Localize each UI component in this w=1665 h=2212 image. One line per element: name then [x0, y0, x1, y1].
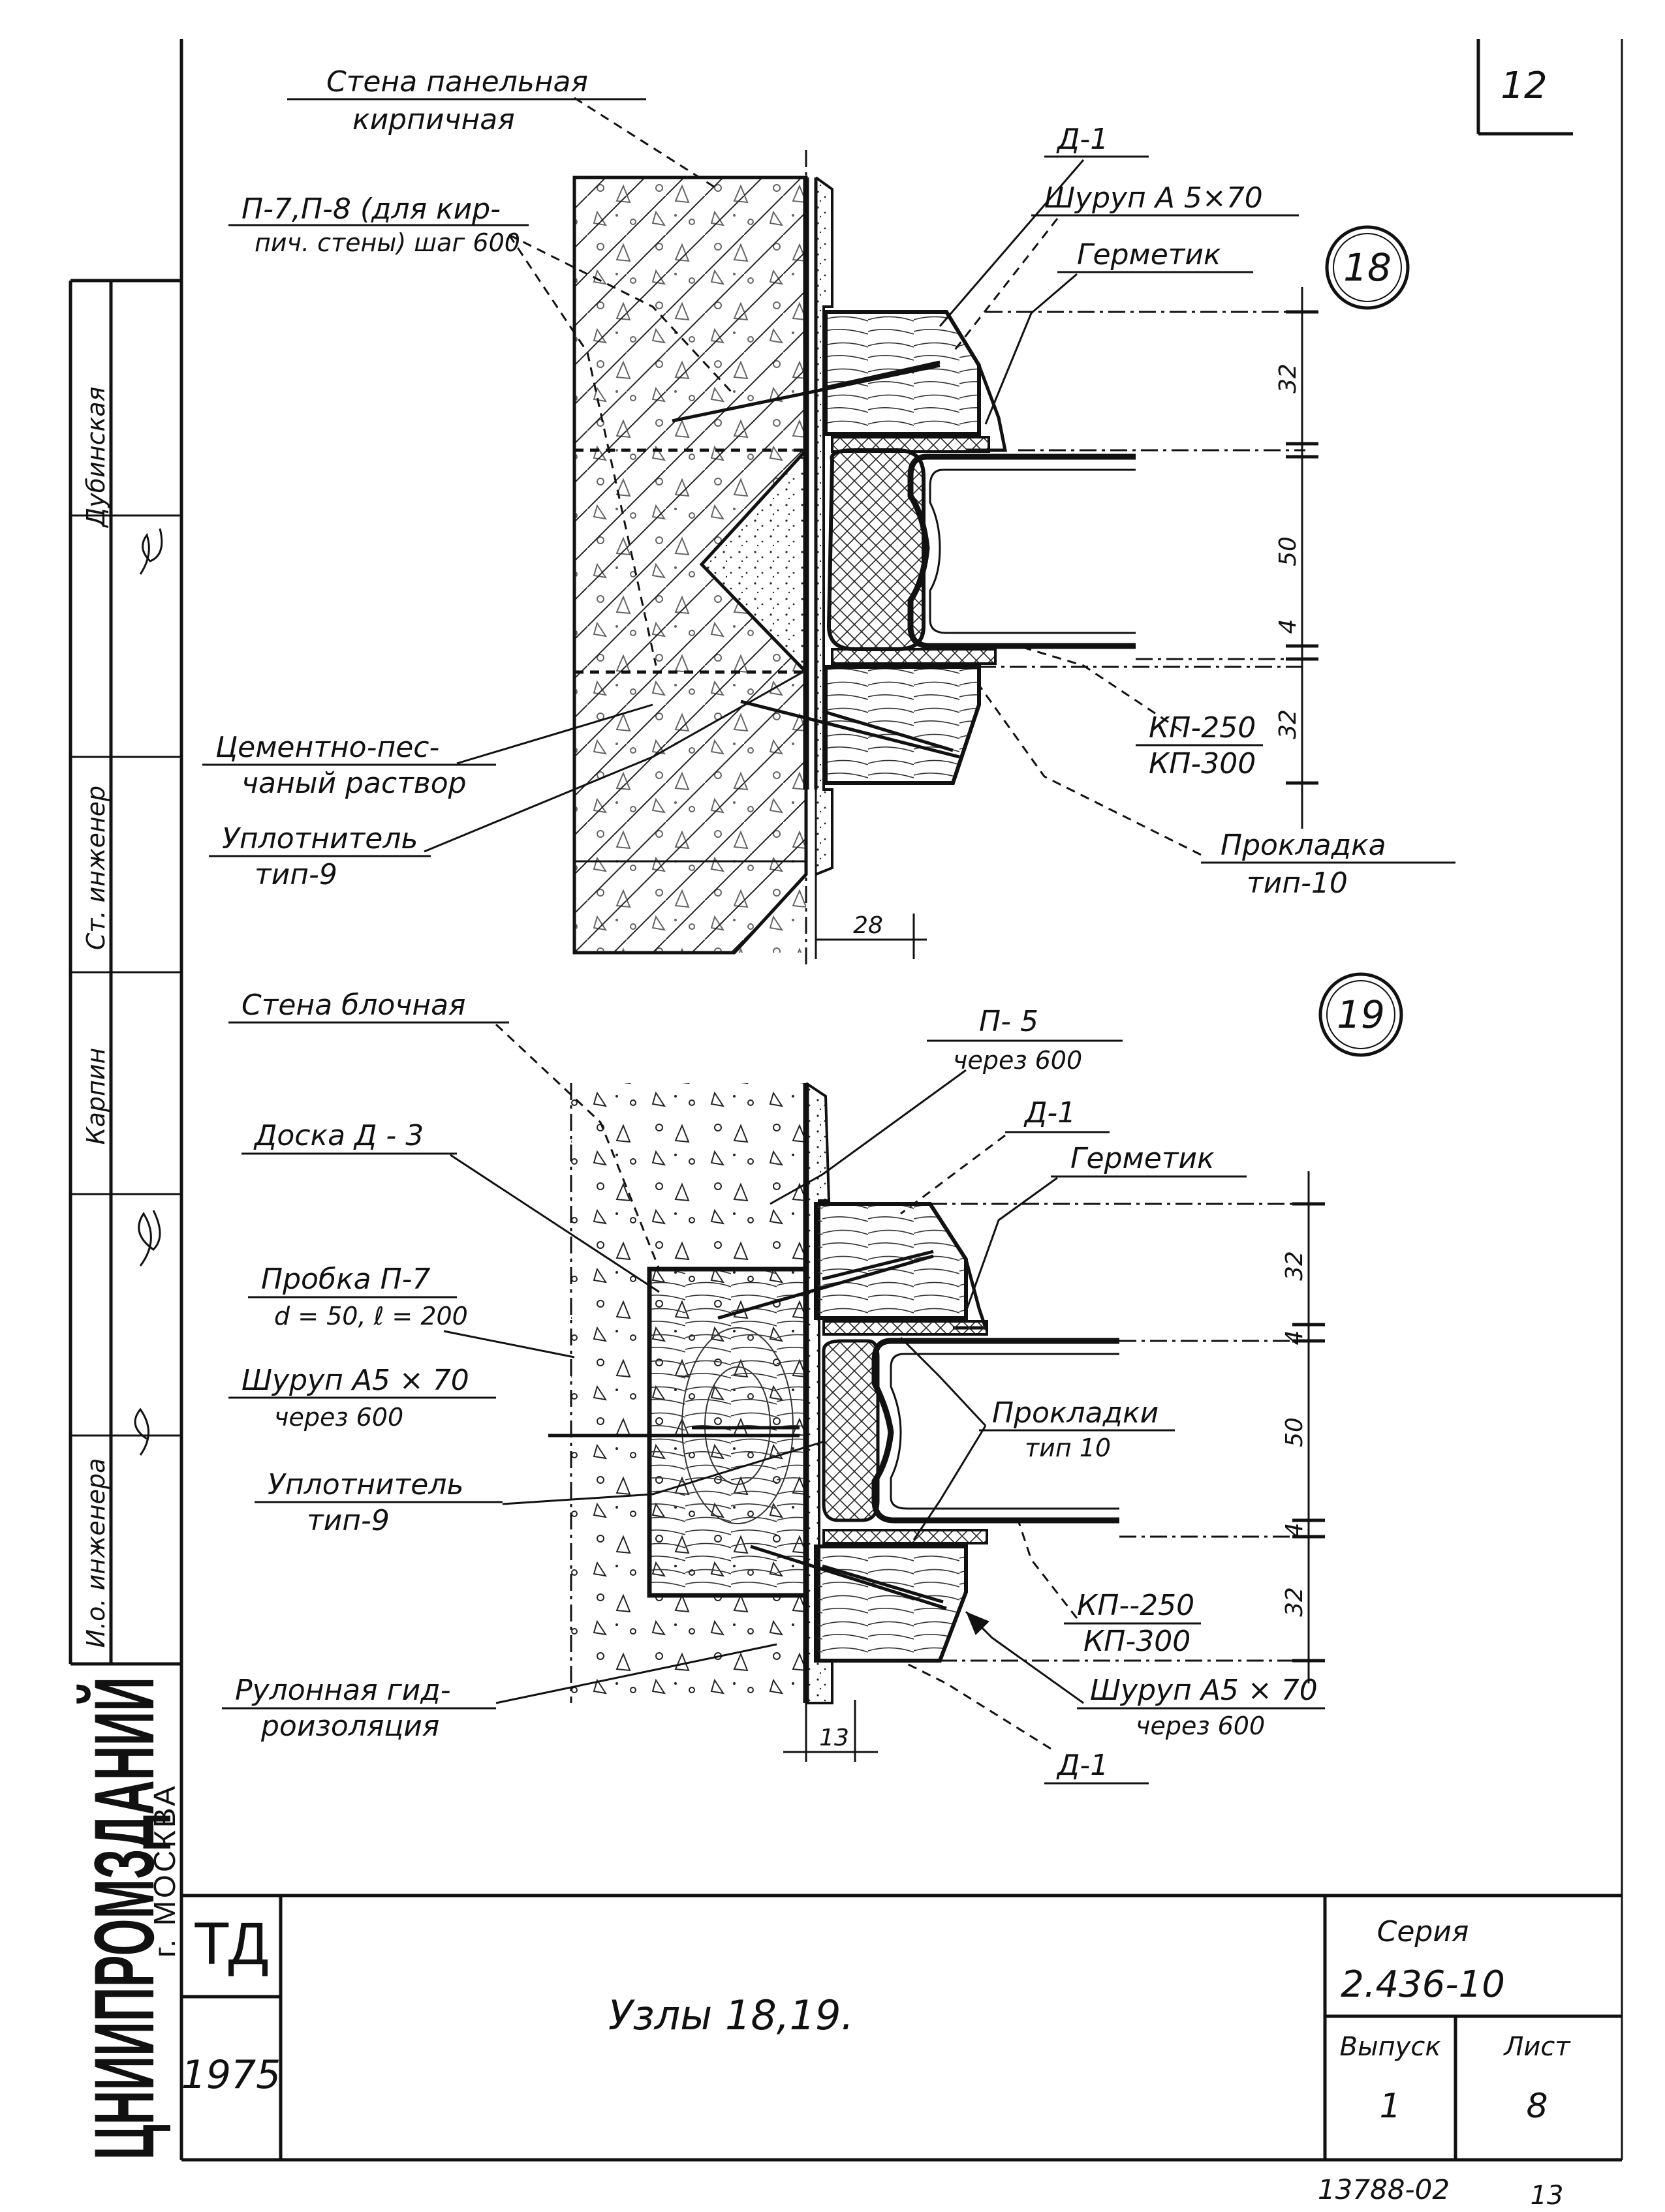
- node19-label-kp-2: КП-300: [1083, 1625, 1190, 1658]
- node18-label-plug-1: П-7,П-8 (для кир-: [241, 192, 501, 226]
- node19-label-plug-2: d = 50, ℓ = 200: [274, 1302, 468, 1330]
- node18-number: 18: [1343, 245, 1392, 290]
- signature-2: [138, 1210, 161, 1267]
- node18-dim-28: 28: [853, 912, 883, 939]
- node19-dim-4-top: 4: [1281, 1330, 1308, 1345]
- node18-label-d1: Д-1: [1056, 123, 1108, 156]
- side-role-dubinskaya: Дубинская: [82, 386, 110, 528]
- inventory-number: 13788-02: [1318, 2174, 1450, 2205]
- node18-label-gasket-1: Прокладка: [1221, 829, 1386, 862]
- side-role-acting-engineer: И.о. инженера: [82, 1458, 110, 1648]
- node19-hydro-insulation: [805, 1082, 833, 1704]
- node19-label-gaskets-1: Прокладки: [992, 1396, 1159, 1430]
- title-block: [181, 1894, 1622, 2160]
- node19-wood-block-bottom: [814, 1544, 968, 1663]
- series-label: Серия: [1377, 1915, 1469, 1948]
- sheet-label: Лист: [1502, 2032, 1571, 2062]
- node19-label-seal-1: Уплотнитель: [268, 1468, 463, 1501]
- node19-label-screw-right-2: через 600: [1136, 1712, 1265, 1740]
- node18-label-mortar-2: чаный раствор: [241, 767, 467, 800]
- side-role-senior-engineer: Ст. инженер: [82, 786, 110, 950]
- node18-screw-top: [672, 360, 941, 423]
- node19-label-gaskets-2: тип 10: [1025, 1434, 1111, 1462]
- node19-dim-32-top: 32: [1281, 1251, 1308, 1281]
- node19-board-d3: [647, 1267, 809, 1598]
- node18-dim-32-bottom: 32: [1275, 709, 1301, 739]
- node18-label-wall-1: Стена панельная: [326, 65, 588, 99]
- node18-seal-type9: [826, 448, 926, 651]
- node19-label-wall: Стена блочная: [241, 989, 466, 1022]
- stamp-year: 1975: [181, 2052, 281, 2098]
- node19-number: 19: [1337, 992, 1385, 1037]
- node19-label-screw-left-2: через 600: [274, 1403, 403, 1432]
- node19-label-board: Доска Д - 3: [253, 1119, 424, 1152]
- organization-name: ЦНИИПРОМЗДАНИЙ: [76, 1677, 172, 2160]
- node19-label-d1-top: Д-1: [1023, 1096, 1076, 1129]
- node18-dim-50: 50: [1275, 536, 1301, 566]
- node19-label-seal-2: тип-9: [307, 1504, 390, 1537]
- node19-label-p5-2: через 600: [953, 1046, 1082, 1075]
- sheet-frame: [69, 39, 1623, 2162]
- organization-city: г. МОСКВА: [148, 1783, 181, 1958]
- side-block: Дубинская Ст. инженер Карпин И.о. инжене…: [82, 386, 163, 1648]
- node-18: [424, 97, 1410, 966]
- node19-screw-bottom: [750, 1544, 947, 1610]
- node19-label-roll-1: Рулонная гид-: [235, 1674, 451, 1707]
- node19-screw-top: [717, 1250, 934, 1320]
- node-19: [443, 972, 1403, 1762]
- issue-value: 1: [1379, 2087, 1401, 2126]
- node18-gasket-bottom: [831, 648, 997, 665]
- node18-label-kp-2: КП-300: [1149, 747, 1256, 780]
- node19-label-screw-left-1: Шуруп А5 × 70: [241, 1364, 469, 1397]
- page-tail-number: 13: [1531, 2181, 1564, 2211]
- stamp-td: ТД: [193, 1911, 268, 1977]
- signature-3: [134, 1407, 149, 1456]
- node19-dim-32-bottom: 32: [1281, 1587, 1308, 1617]
- node18-wood-block-bottom: [824, 665, 981, 785]
- node19-panel-profile: [871, 1338, 1119, 1524]
- node19-label-d1-bottom: Д-1: [1056, 1749, 1108, 1782]
- series-value: 2.436-10: [1341, 1963, 1505, 2006]
- node19-dim-4-bottom: 4: [1281, 1523, 1308, 1538]
- node19-label-p5-1: П- 5: [979, 1005, 1038, 1038]
- node18-screw-bottom: [740, 699, 960, 759]
- node18-number-circle: [1325, 225, 1410, 310]
- drawing-title: Узлы 18,19.: [608, 1991, 854, 2039]
- node19-label-kp-1: КП--250: [1077, 1589, 1194, 1622]
- signature-1: [139, 528, 163, 575]
- issue-label: Выпуск: [1340, 2032, 1441, 2062]
- node18-dim-32-top: 32: [1275, 363, 1301, 393]
- node19-label-roll-2: роизоляция: [260, 1710, 439, 1743]
- node18-label-seal-2: тип-9: [255, 858, 337, 891]
- node18-label-plug-2: пич. стены) шаг 600: [255, 228, 520, 257]
- node18-label-wall-2: кирпичная: [352, 103, 515, 136]
- node18-sealant-strip: [815, 176, 833, 876]
- node19-screw-left: [548, 1426, 800, 1437]
- node19-label-sealant: Герметик: [1070, 1142, 1215, 1175]
- node18-label-seal-1: Уплотнитель: [222, 822, 418, 855]
- node19-dim-13: 13: [819, 1725, 849, 1751]
- node19-gasket-top: [822, 1320, 988, 1336]
- node18-label-screw: Шуруп А 5×70: [1044, 181, 1263, 215]
- node18-label-gasket-2: тип-10: [1247, 867, 1348, 900]
- node19-dim-50: 50: [1281, 1417, 1308, 1447]
- node18-label-mortar-1: Цементно-пес-: [215, 731, 439, 764]
- node18-dim-4: 4: [1275, 619, 1301, 634]
- node19-label-screw-right-1: Шуруп А5 × 70: [1090, 1674, 1318, 1707]
- node18-label-kp-1: КП-250: [1149, 711, 1256, 745]
- sheet-number: 12: [1501, 65, 1547, 107]
- node19-gasket-bottom: [822, 1529, 988, 1544]
- node18-label-sealant: Герметик: [1077, 238, 1221, 271]
- node18-panel-profile: [907, 453, 1136, 649]
- organization-block: ЦНИИПРОМЗДАНИЙ г. МОСКВА: [76, 1677, 181, 2160]
- sheet-value: 8: [1526, 2087, 1548, 2126]
- node19-label-plug-1: Пробка П-7: [261, 1263, 431, 1296]
- side-role-karpin: Карпин: [82, 1048, 110, 1145]
- node19-seal-type9: [822, 1339, 880, 1522]
- node19-number-circle: [1318, 972, 1403, 1057]
